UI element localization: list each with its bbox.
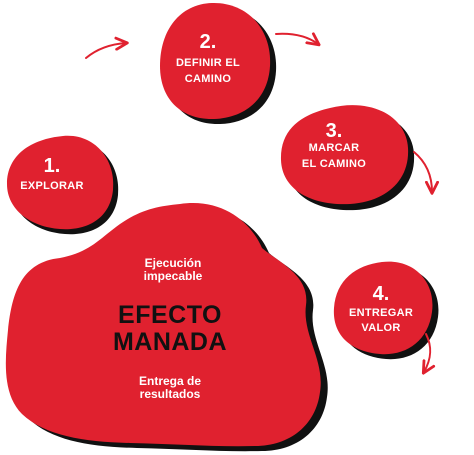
step-1-node: 1. EXPLORAR: [7, 135, 119, 235]
step-2-node: 2. DEFINIR EL CAMINO: [160, 2, 277, 125]
step-4-label-line2: VALOR: [361, 322, 400, 334]
step-4-number: 4.: [373, 283, 390, 305]
step-4-label-line1: ENTREGAR: [349, 307, 413, 319]
center-title-line2: MANADA: [113, 328, 227, 356]
center-top-line1: Ejecución: [145, 256, 202, 270]
step-1-blob: [7, 135, 114, 230]
center-bottom-line1: Entrega de: [139, 374, 201, 388]
step-3-label-line2: EL CAMINO: [302, 158, 366, 170]
arrow-2-to-3: [275, 32, 321, 47]
step-2-blob: [160, 2, 271, 120]
center-top-line2: impecable: [144, 269, 203, 283]
center-bottom-line2: resultados: [140, 387, 201, 401]
step-3-number: 3.: [326, 120, 343, 142]
arrow-4-out: [421, 333, 436, 375]
center-node: Ejecución impecable EFECTO MANADA Entreg…: [5, 203, 328, 452]
step-4-node: 4. ENTREGAR VALOR: [333, 261, 439, 360]
step-1-label: EXPLORAR: [20, 180, 84, 192]
step-3-node: 3. MARCAR EL CAMINO: [280, 105, 415, 211]
step-2-number: 2.: [200, 31, 217, 53]
step-4-blob: [333, 261, 433, 355]
step-2-label-line1: DEFINIR EL: [176, 57, 240, 69]
arrow-1-to-2: [85, 36, 129, 59]
step-2-label-line2: CAMINO: [185, 73, 232, 85]
center-blob: [5, 203, 321, 447]
step-3-label-line1: MARCAR: [309, 142, 360, 154]
step-1-number: 1.: [44, 155, 61, 177]
arrow-3-to-4: [413, 151, 439, 195]
step-3-blob: [280, 105, 409, 205]
center-title-line1: EFECTO: [118, 301, 222, 329]
